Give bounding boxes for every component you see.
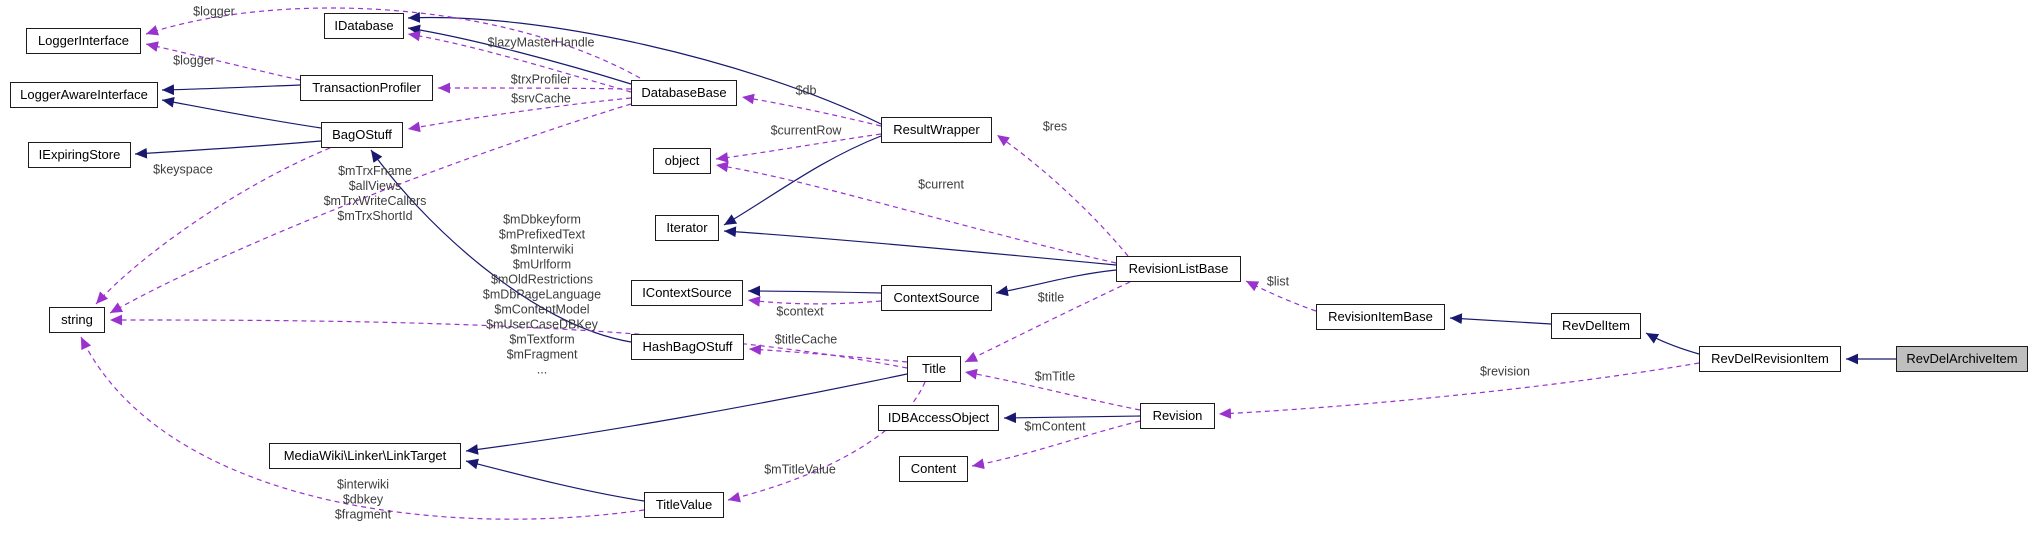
node-revision-item-base[interactable]: RevisionItemBase	[1316, 304, 1445, 330]
edge-resultwrapper-object-currentrow	[715, 133, 882, 163]
edge-contextsource-icontextsource-inherit	[747, 285, 882, 297]
edge-bagostuff-iexpiringstore-inherit	[134, 140, 322, 159]
edge-contextsource-icontextsource-context	[747, 296, 882, 307]
node-title[interactable]: Title	[907, 356, 961, 382]
edge-revdelitem-revisionitembase-inherit	[1449, 313, 1552, 325]
edge-revision-content-mcontent	[971, 420, 1141, 470]
edge-databasebase-bagostuff-srvcache	[407, 97, 632, 133]
node-string[interactable]: string	[49, 307, 105, 333]
edge-transactionprofiler-loggerawareinterface-inherit	[161, 84, 301, 96]
edge-titlevalue-linktarget-inherit	[465, 458, 645, 502]
edge-resultwrapper-idatabase-inherit	[407, 12, 882, 125]
node-content[interactable]: Content	[899, 456, 968, 482]
edge-revisionitembase-revisionlistbase-list	[1245, 280, 1317, 312]
edge-revisionlistbase-object-current	[715, 161, 1117, 264]
edge-titlevalue-string-fields	[80, 336, 645, 520]
edge-revisionlistbase-title-title	[964, 281, 1131, 363]
node-link-target[interactable]: MediaWiki\Linker\LinkTarget	[269, 443, 461, 469]
node-object[interactable]: object	[653, 148, 711, 174]
edge-hashbagostuff-bagostuff-inherit	[370, 149, 632, 343]
edge-revision-title-mtitle	[964, 368, 1141, 411]
edge-revisionlistbase-contextsource-inherit	[995, 269, 1117, 297]
edge-transactionprofiler-loggerinterface-logger	[145, 41, 301, 81]
edge-title-titlevalue-mtitlevalue	[727, 381, 926, 503]
edge-bagostuff-string-keyspace	[95, 147, 331, 305]
node-context-source[interactable]: ContextSource	[881, 285, 992, 311]
node-rev-del-item[interactable]: RevDelItem	[1551, 313, 1641, 339]
node-icontext-source[interactable]: IContextSource	[631, 280, 743, 306]
node-iexpiring-store[interactable]: IExpiringStore	[28, 142, 131, 168]
node-bag-o-stuff[interactable]: BagOStuff	[321, 122, 403, 148]
node-idb-access-object[interactable]: IDBAccessObject	[878, 405, 999, 431]
node-rev-del-revision-item[interactable]: RevDelRevisionItem	[1699, 346, 1841, 372]
node-iterator[interactable]: Iterator	[655, 215, 719, 241]
node-result-wrapper[interactable]: ResultWrapper	[881, 117, 992, 143]
node-title-value[interactable]: TitleValue	[644, 492, 724, 518]
edge-title-string-fields	[109, 314, 908, 369]
edge-databasebase-loggerinterface-logger	[145, 7, 641, 79]
node-transaction-profiler[interactable]: TransactionProfiler	[300, 75, 433, 101]
edge-title-linktarget-inherit	[465, 373, 908, 455]
edge-resultwrapper-iterator-inherit	[723, 135, 882, 226]
edge-revision-idbaccessobject-inherit	[1003, 412, 1141, 424]
node-logger-aware-interface[interactable]: LoggerAwareInterface	[10, 82, 158, 108]
edge-revdelrevisionitem-revdelitem-inherit	[1645, 332, 1700, 355]
edge-revdelrevisionitem-revision-revision	[1218, 362, 1700, 419]
edge-revisionlistbase-iterator-inherit	[723, 226, 1117, 266]
edge-databasebase-transactionprofiler-trxprofiler	[437, 82, 632, 94]
edge-databasebase-idatabase-lazymasterhandle	[407, 30, 632, 93]
edge-databasebase-idatabase-inherit	[407, 24, 632, 85]
node-revision[interactable]: Revision	[1140, 403, 1215, 429]
node-hash-bag-o-stuff[interactable]: HashBagOStuff	[631, 334, 744, 360]
node-logger-interface[interactable]: LoggerInterface	[26, 28, 141, 54]
edge-title-hashbagostuff-titlecache	[748, 344, 908, 363]
node-database-base[interactable]: DatabaseBase	[631, 80, 737, 106]
node-revision-list-base[interactable]: RevisionListBase	[1116, 256, 1241, 282]
node-idatabase[interactable]: IDatabase	[324, 13, 404, 39]
edge-revisionlistbase-resultwrapper-res	[996, 134, 1129, 257]
edge-resultwrapper-databasebase-db	[741, 93, 882, 127]
node-rev-del-archive-item[interactable]: RevDelArchiveItem	[1896, 346, 2028, 372]
edge-bagostuff-loggerawareinterface-inherit	[161, 96, 322, 129]
